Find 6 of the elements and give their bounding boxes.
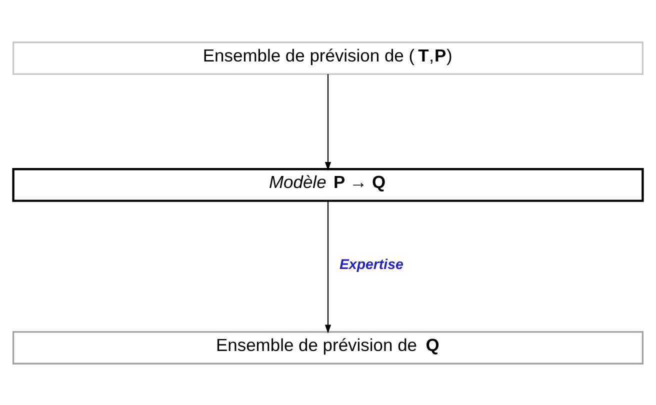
node-box: Ensemble de prévision de (T,P) <box>12 41 644 74</box>
arrow <box>324 74 332 170</box>
node-box: Ensemble de prévision de Q <box>12 330 644 364</box>
node-box: Modèle P → Q <box>12 168 644 202</box>
edge-label: Expertise <box>339 256 404 272</box>
arrow <box>324 200 332 334</box>
